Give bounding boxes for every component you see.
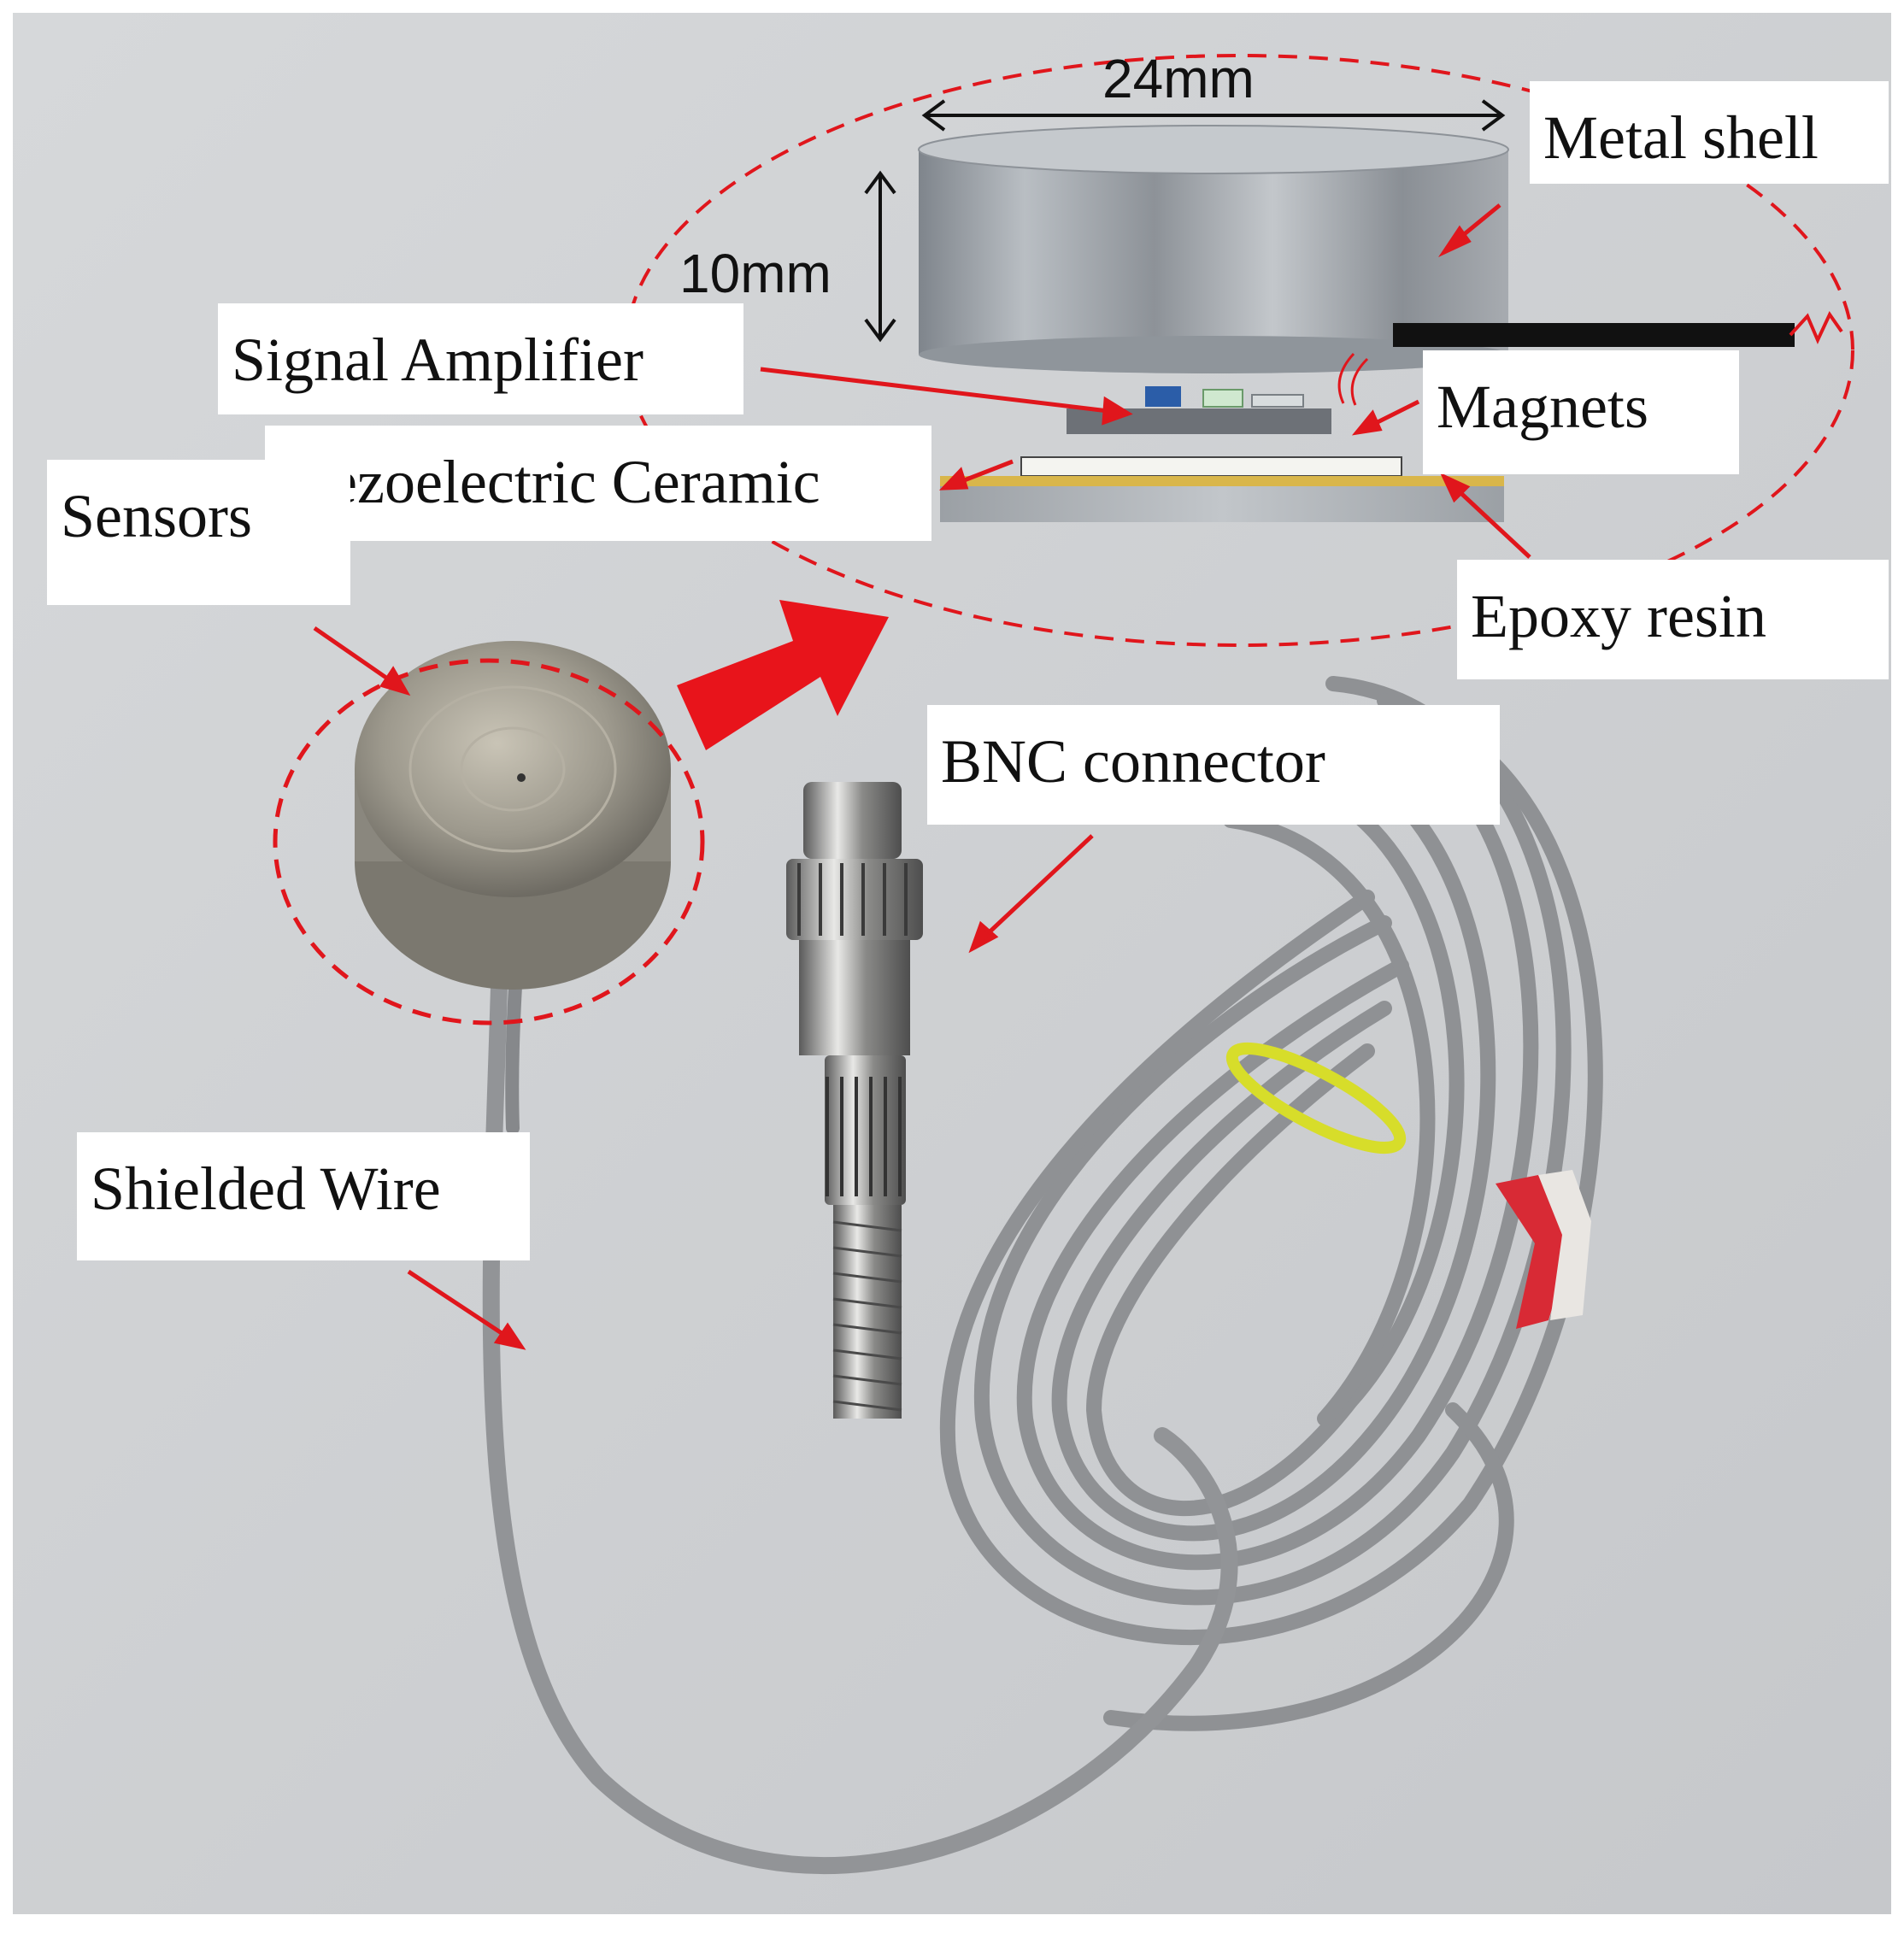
metal-shell-top xyxy=(918,125,1509,174)
metal-shell-body xyxy=(919,150,1508,355)
label-epoxy-resin: Epoxy resin xyxy=(1457,560,1889,679)
width-dimension-label: 24mm xyxy=(1102,48,1255,109)
sensor-dashed-circle xyxy=(273,658,705,1025)
label-piezoelectric-ceramic: Piezoelectric Ceramic xyxy=(265,426,931,541)
epoxy-resin-layer xyxy=(940,476,1504,486)
lead-wire-break xyxy=(1789,311,1843,344)
width-arrow-right xyxy=(1481,99,1506,132)
lead-wire xyxy=(1393,323,1795,347)
label-magnets: Magnets xyxy=(1423,350,1739,474)
schematic-base xyxy=(940,486,1504,522)
label-bnc-connector: BNC connector xyxy=(927,705,1500,825)
magnet-field-arc xyxy=(1337,352,1369,406)
height-arrow-bottom xyxy=(864,318,896,343)
label-shielded-wire: Shielded Wire xyxy=(77,1132,530,1260)
pointer-arrows xyxy=(313,203,1531,1350)
amplifier-chip-blue xyxy=(1145,386,1181,407)
zoom-arrow xyxy=(677,600,889,750)
schematic-dashed-oval xyxy=(624,54,1854,647)
width-arrow-left xyxy=(921,99,946,132)
amplifier-chip-green xyxy=(1202,389,1243,408)
metal-shell-bottom-edge xyxy=(919,336,1508,373)
amplifier-chip-grey xyxy=(1251,394,1304,408)
shielded-wire-path xyxy=(482,949,1238,1874)
sensor-disk xyxy=(355,641,671,990)
label-metal-shell: Metal shell xyxy=(1530,81,1889,184)
bnc-connector-body xyxy=(786,782,923,1419)
height-arrow-top xyxy=(864,170,896,195)
label-sensors: Sensors xyxy=(47,460,350,605)
cable-red-tag xyxy=(1496,1170,1591,1329)
label-signal-amplifier: Signal Amplifier xyxy=(218,303,743,414)
cable-tie-band xyxy=(1225,1042,1407,1155)
piezo-ceramic-layer xyxy=(1020,456,1402,477)
height-dimension-label: 10mm xyxy=(679,243,832,304)
schematic-cross-section xyxy=(864,99,1843,522)
